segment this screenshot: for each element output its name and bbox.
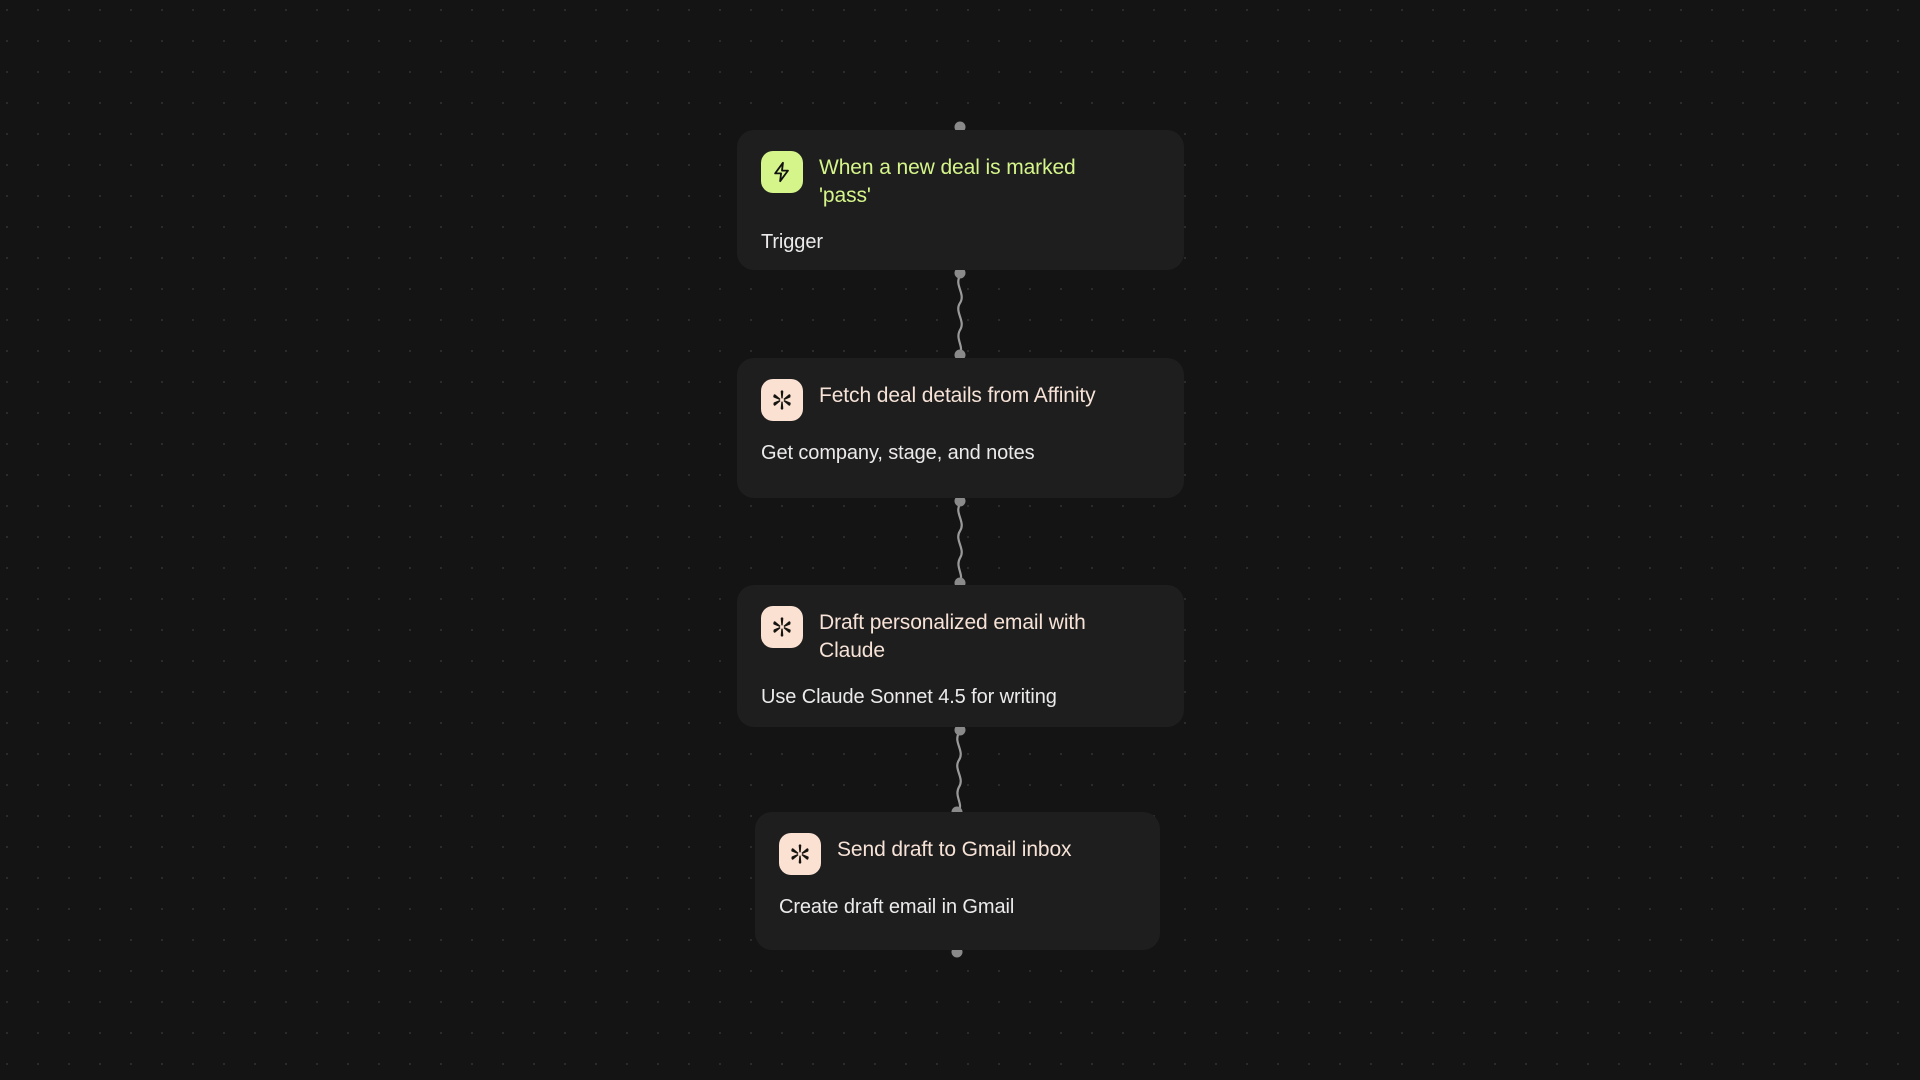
node-description: Get company, stage, and notes <box>761 442 1035 464</box>
port-output-node-4[interactable] <box>951 946 963 958</box>
node-header: When a new deal is marked 'pass' <box>761 151 1160 210</box>
port-input-node-3[interactable] <box>954 577 966 589</box>
port-output-node-3[interactable] <box>954 724 966 736</box>
port-output-node-1[interactable] <box>954 267 966 279</box>
node-title: When a new deal is marked 'pass' <box>819 156 1076 207</box>
workflow-node-trigger[interactable]: When a new deal is marked 'pass' Trigger <box>737 130 1184 270</box>
workflow-node-send-draft-gmail[interactable]: Send draft to Gmail inbox Create draft e… <box>755 812 1160 950</box>
claude-asterisk-icon <box>761 379 803 421</box>
port-input-node-2[interactable] <box>954 349 966 361</box>
node-description: Create draft email in Gmail <box>779 896 1015 918</box>
connector-edge-3-4 <box>956 731 962 813</box>
claude-asterisk-icon <box>779 833 821 875</box>
node-title: Fetch deal details from Affinity <box>819 384 1096 407</box>
workflow-node-fetch-deal-details[interactable]: Fetch deal details from Affinity Get com… <box>737 358 1184 498</box>
node-header: Send draft to Gmail inbox <box>779 833 1136 875</box>
connector-edge-2-3 <box>957 502 963 584</box>
workflow-node-draft-email[interactable]: Draft personalized email with Claude Use… <box>737 585 1184 727</box>
node-header: Draft personalized email with Claude <box>761 606 1160 665</box>
node-description: Trigger <box>761 231 823 253</box>
node-header: Fetch deal details from Affinity <box>761 379 1160 421</box>
node-title: Send draft to Gmail inbox <box>837 838 1072 861</box>
connector-edge-1-2 <box>957 274 963 356</box>
port-input-node-1[interactable] <box>954 121 966 133</box>
node-description: Use Claude Sonnet 4.5 for writing <box>761 686 1057 708</box>
zap-icon <box>761 151 803 193</box>
node-title: Draft personalized email with Claude <box>819 611 1086 662</box>
port-output-node-2[interactable] <box>954 495 966 507</box>
claude-asterisk-icon <box>761 606 803 648</box>
